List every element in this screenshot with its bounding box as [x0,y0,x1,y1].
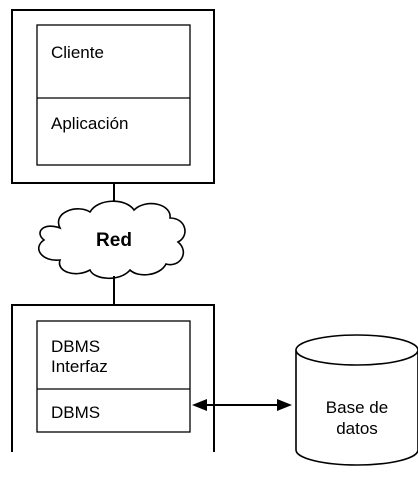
network-cloud-icon [38,200,186,280]
application-label: Aplicación [51,114,129,133]
dbms-interface-label-line2: Interfaz [51,357,108,376]
arrowhead-left-icon [192,399,207,411]
database-label-line2: datos [336,419,378,438]
database-label-line1: Base de [325,398,389,417]
database-cylinder-icon [295,334,418,466]
client-machine-frame [11,9,215,184]
client-inner-box [36,24,191,166]
client-label: Cliente [51,43,104,62]
arrowhead-right-icon [277,399,292,411]
server-machine-frame [11,304,215,452]
network-label: Red [96,230,132,251]
server-inner-box [36,320,191,433]
dbms-interface-label-line1: DBMS [51,337,101,356]
dbms-label: DBMS [51,403,101,422]
